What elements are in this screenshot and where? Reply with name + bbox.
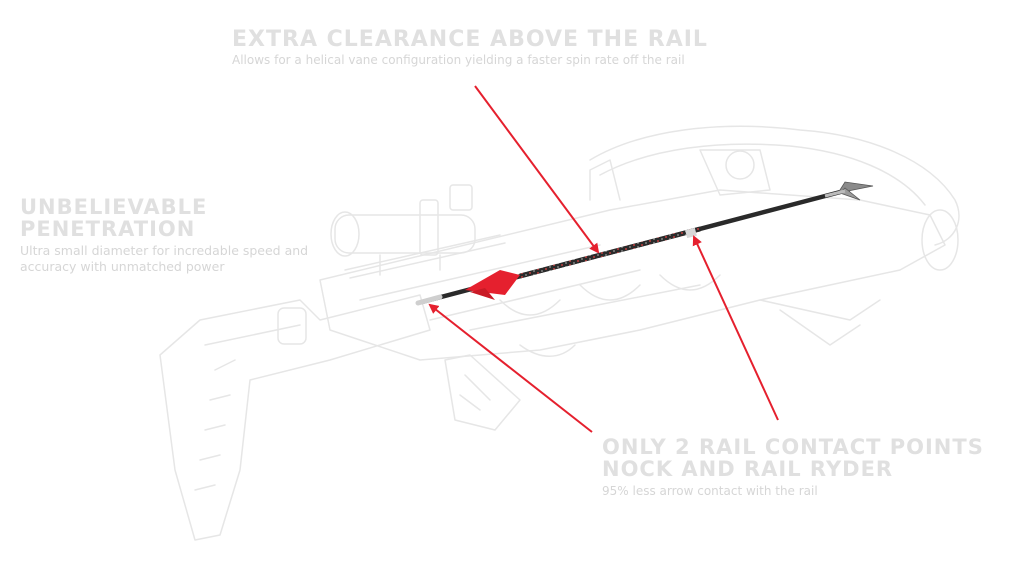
pointer-lines bbox=[428, 85, 779, 433]
callout-description: Allows for a helical vane configuration … bbox=[232, 53, 685, 68]
callout-heading-line2: NOCK AND RAIL RYDER bbox=[602, 457, 894, 482]
callout-heading: EXTRA CLEARANCE ABOVE THE RAIL bbox=[232, 27, 708, 52]
pointer-clearance bbox=[474, 85, 600, 254]
callout-heading-line1: ONLY 2 RAIL CONTACT POINTS bbox=[602, 435, 984, 459]
callout-heading-line2: PENETRATION bbox=[20, 217, 196, 242]
pointer-nock bbox=[428, 303, 593, 433]
pointer-rail-ryder bbox=[692, 235, 779, 421]
callout-contact-points: ONLY 2 RAIL CONTACT POINTS NOCK AND RAIL… bbox=[602, 436, 1017, 500]
callout-description: Ultra small diameter for incredable spee… bbox=[20, 243, 309, 275]
callout-description: 95% less arrow contact with the rail bbox=[602, 484, 818, 499]
callout-extra-clearance: EXTRA CLEARANCE ABOVE THE RAIL Allows fo… bbox=[232, 28, 792, 69]
callout-heading-line1: UNBELIEVABLE bbox=[20, 195, 208, 219]
callout-penetration: UNBELIEVABLE PENETRATION Ultra small dia… bbox=[20, 196, 310, 276]
arrow bbox=[415, 181, 874, 306]
crossbow-outline bbox=[159, 125, 960, 541]
